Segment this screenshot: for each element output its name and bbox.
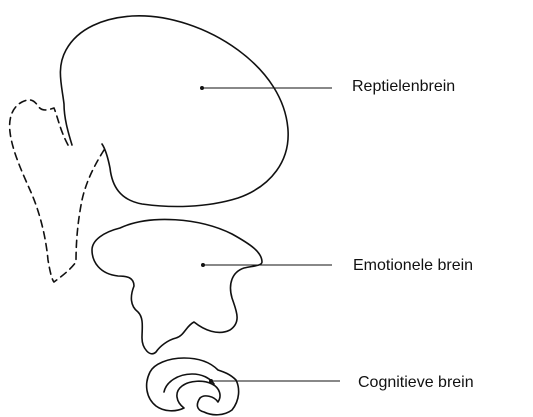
leader-dot-cognitive	[209, 379, 213, 383]
label-cognitive-brain: Cognitieve brein	[358, 375, 474, 391]
brainstem-dashed-outline	[10, 100, 104, 282]
reptile-brain-shape	[60, 16, 288, 207]
label-emotional-brain: Emotionele brein	[353, 258, 473, 274]
leader-dot-emotional	[201, 263, 205, 267]
emotional-brain-shape	[92, 219, 262, 353]
label-reptile-brain: Reptielenbrein	[352, 79, 455, 95]
leader-dot-reptile	[200, 86, 204, 90]
cognitive-brain-shape	[147, 358, 239, 415]
